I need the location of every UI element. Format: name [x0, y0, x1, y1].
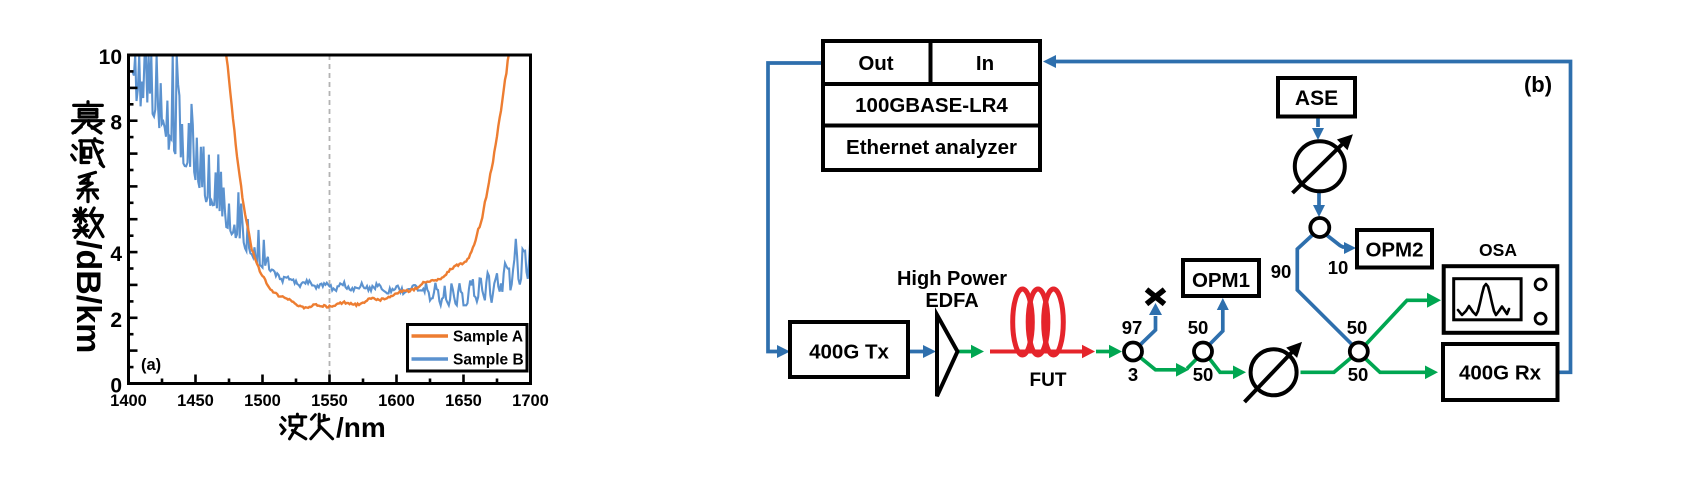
svg-text:Out: Out [858, 52, 893, 75]
svg-text:2: 2 [110, 309, 122, 332]
svg-text:100GBASE-LR4: 100GBASE-LR4 [855, 94, 1008, 117]
svg-text:1450: 1450 [177, 392, 214, 410]
svg-text:10: 10 [99, 46, 122, 69]
svg-text:1650: 1650 [445, 392, 482, 410]
svg-text:8: 8 [110, 112, 122, 135]
svg-text:0: 0 [110, 375, 122, 398]
svg-text:(b): (b) [1524, 72, 1552, 97]
svg-text:ASE: ASE [1295, 87, 1338, 110]
svg-text:Sample A: Sample A [453, 329, 523, 346]
svg-text:1500: 1500 [244, 392, 281, 410]
svg-text:97: 97 [1122, 317, 1143, 338]
svg-text:50: 50 [1348, 364, 1369, 385]
svg-text:/nm: /nm [336, 412, 386, 443]
svg-text:(a): (a) [141, 356, 161, 374]
svg-text:Ethernet analyzer: Ethernet analyzer [846, 136, 1017, 159]
svg-text:400G Rx: 400G Rx [1459, 362, 1542, 385]
svg-text:50: 50 [1188, 317, 1209, 338]
svg-text:FUT: FUT [1030, 370, 1067, 391]
svg-text:1400: 1400 [110, 392, 147, 410]
svg-text:10: 10 [1328, 257, 1349, 278]
svg-text:90: 90 [1271, 261, 1292, 282]
svg-text:3: 3 [1128, 364, 1138, 385]
svg-text:OPM1: OPM1 [1192, 269, 1250, 292]
svg-text:OSA: OSA [1479, 240, 1517, 260]
svg-text:1700: 1700 [512, 392, 549, 410]
svg-text:EDFA: EDFA [925, 290, 978, 312]
svg-text:In: In [976, 52, 994, 75]
svg-text:/dB/km: /dB/km [69, 240, 107, 353]
svg-text:50: 50 [1347, 317, 1368, 338]
svg-text:High Power: High Power [897, 268, 1007, 290]
svg-text:400G Tx: 400G Tx [809, 341, 889, 364]
svg-text:OPM2: OPM2 [1365, 239, 1423, 262]
svg-text:50: 50 [1193, 364, 1214, 385]
svg-text:Sample B: Sample B [453, 352, 524, 369]
svg-text:4: 4 [110, 243, 122, 266]
svg-text:1550: 1550 [311, 392, 348, 410]
svg-text:1600: 1600 [378, 392, 415, 410]
